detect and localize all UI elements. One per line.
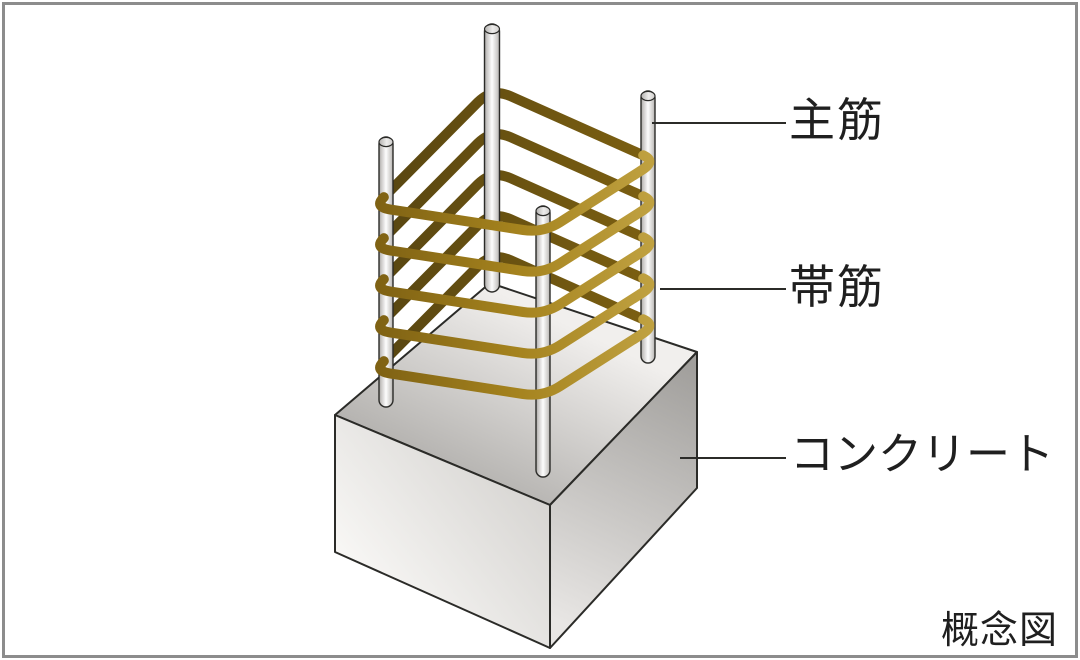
rebar-front [535,205,551,478]
hoop-tie-front [375,273,655,359]
hoop-tie-front [375,150,655,236]
label-concrete: コンクリート [790,430,1054,479]
label-main-rebar: 主筋 [789,94,885,146]
hoop-tie-front [375,191,655,277]
rebar-top-cap [535,205,551,217]
diagram-caption: 概念図 [941,610,1059,652]
rebar-top-cap [483,23,501,35]
hoop-tie-front [375,314,655,400]
rebar-top-cap [378,136,394,148]
rebar-body [483,23,501,293]
rebar-body [535,205,551,478]
hoop-front-edges [375,150,655,400]
concrete-right-face [549,351,698,649]
label-hoop-tie: 帯筋 [789,261,885,313]
leader-lines [652,122,786,459]
hoop-tie-front [375,232,655,318]
rebar-top-cap [640,90,656,102]
rebar-back [483,23,501,293]
